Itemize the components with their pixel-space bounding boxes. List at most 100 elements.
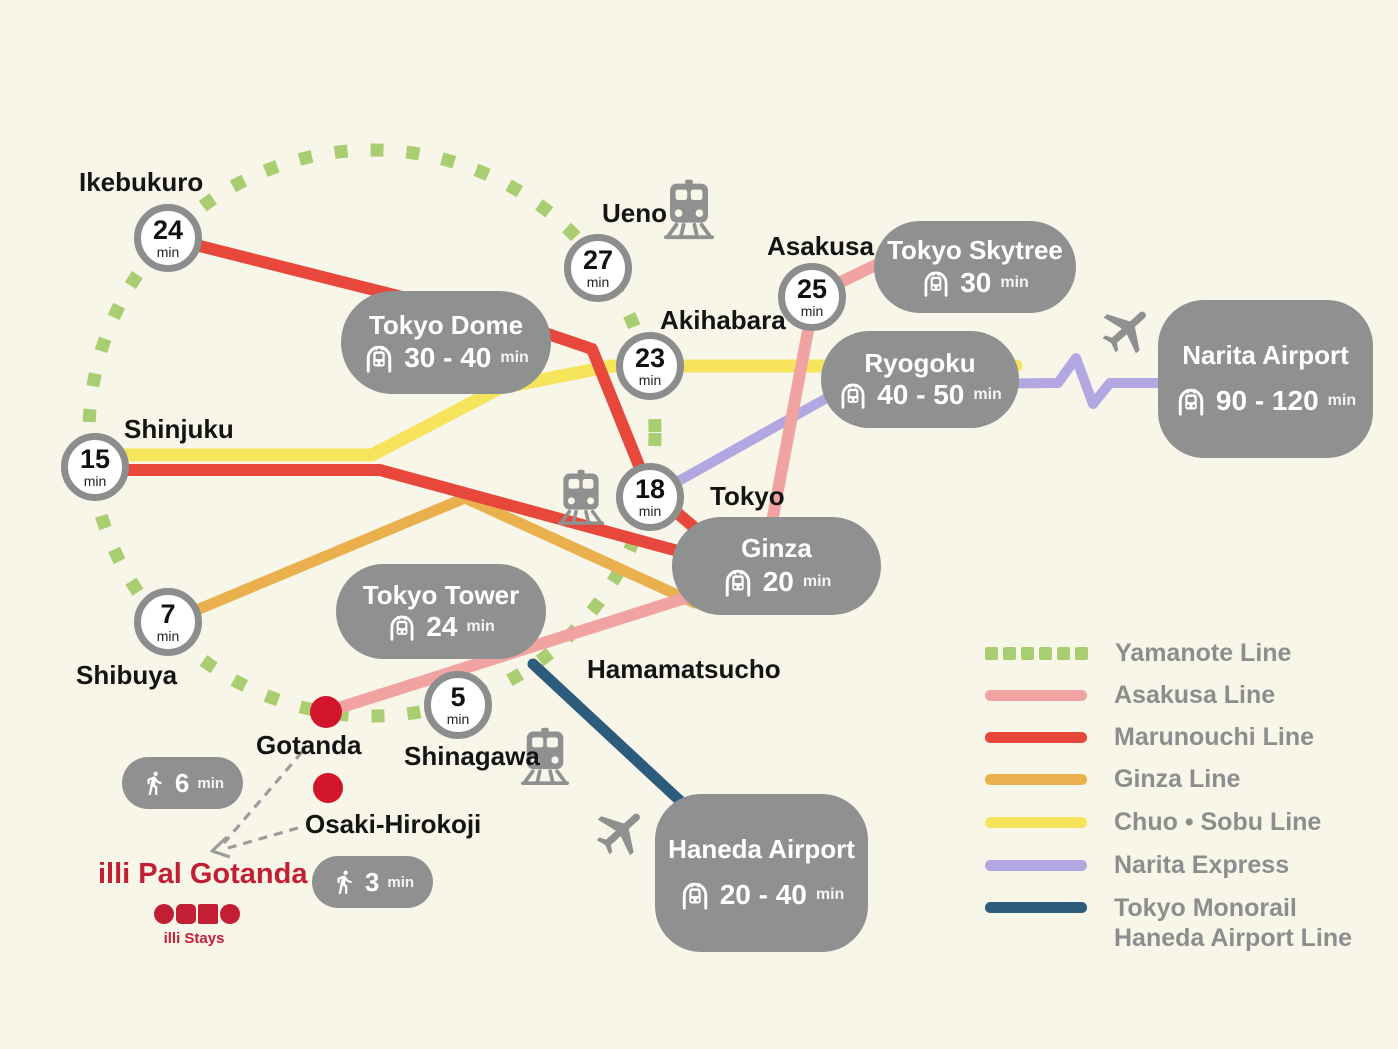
legend-swatch-ginza (985, 773, 1087, 785)
station-time-unit: min (446, 711, 470, 727)
airplane-icon (596, 813, 640, 856)
destination-name: Haneda Airport (668, 834, 855, 865)
station-badge-ikebukuro: 24 min (134, 204, 202, 272)
destination-time: 20 - 40 (719, 878, 807, 910)
legend-row-chuo-sobu: Chuo • Sobu Line (985, 807, 1321, 837)
station-badge-shibuya: 7 min (134, 588, 202, 656)
legend-label: Chuo • Sobu Line (1114, 808, 1322, 836)
legend-row-marunouchi: Marunouchi Line (985, 722, 1314, 752)
station-badge-shinjuku: 15 min (61, 433, 129, 501)
destination-name: Tokyo Skytree (887, 235, 1063, 266)
station-label-osaki-hirokoji: Osaki-Hirokoji (305, 809, 482, 839)
station-label-gotanda: Gotanda (256, 730, 362, 760)
station-label-shinagawa: Shinagawa (404, 741, 540, 771)
hotel-name: illi Pal Gotanda (98, 858, 308, 890)
legend-row-ginza: Ginza Line (985, 764, 1240, 794)
logo-shape-square (198, 904, 218, 924)
walk-time-unit: min (197, 774, 225, 792)
destination-time-unit: min (1000, 273, 1029, 291)
walking-icon (147, 771, 162, 795)
destination-time: 90 - 120 (1215, 384, 1319, 416)
station-time: 15 (79, 444, 111, 474)
monorail-line-path (527, 658, 698, 818)
legend-label-line1: Tokyo Monorail (1114, 894, 1297, 922)
station-label-hamamatsucho: Hamamatsucho (587, 654, 781, 684)
destination-name: Ginza (741, 533, 812, 564)
station-label-tokyo: Tokyo (710, 481, 785, 511)
destination-time-unit: min (802, 572, 832, 590)
logo-shape-circle (154, 904, 174, 924)
destination-card-tokyo-tower: Tokyo Tower 24 min (336, 564, 546, 659)
legend-label-monorail: Tokyo Monorail Haneda Airport Line (1114, 893, 1352, 953)
station-time: 27 (582, 245, 614, 275)
station-time-unit: min (800, 303, 824, 319)
metro-icon (725, 569, 750, 597)
station-label-ikebukuro: Ikebukuro (79, 167, 204, 197)
metro-icon (366, 346, 392, 373)
yamanote-line-circle (82, 143, 662, 723)
station-time-unit: min (156, 244, 180, 260)
station-time: 5 (450, 682, 466, 712)
station-time-unit: min (83, 473, 107, 489)
metro-icon (924, 271, 948, 297)
station-time: 25 (796, 274, 828, 304)
metro-icon (682, 882, 707, 910)
legend-label: Ginza Line (1114, 765, 1241, 793)
legend-swatch-marunouchi (985, 731, 1087, 743)
destination-card-tokyo-skytree: Tokyo Skytree 30 min (874, 221, 1076, 313)
station-badge-asakusa: 25 min (778, 263, 846, 331)
walk-route-dashed-arrows (222, 750, 304, 850)
destination-time-unit: min (973, 386, 1002, 404)
metro-icon (841, 383, 865, 410)
metro-icon (390, 615, 414, 642)
station-badge-akihabara: 23 min (616, 332, 684, 400)
train-icon (557, 469, 605, 525)
legend-label: Asakusa Line (1114, 681, 1276, 709)
destination-time: 30 - 40 (404, 342, 492, 374)
destination-time-unit: min (466, 618, 495, 636)
legend-row-asakusa: Asakusa Line (985, 680, 1275, 710)
airplane-icon (1102, 311, 1146, 354)
legend-label-line2: Haneda Airport Line (1114, 924, 1352, 952)
station-label-akihabara: Akihabara (660, 305, 786, 335)
destination-card-narita-airport: Narita Airport 90 - 120 min (1158, 300, 1373, 458)
destination-time-unit: min (1327, 391, 1357, 409)
legend-label: Narita Express (1114, 851, 1290, 879)
legend-swatch-asakusa (985, 689, 1087, 701)
marunouchi-line-south-path (89, 464, 706, 563)
station-time: 18 (634, 474, 666, 504)
illi-stays-logo (154, 904, 240, 924)
destination-time: 40 - 50 (877, 379, 965, 411)
logo-shape-rounded-square (176, 904, 196, 924)
legend-swatch-yamanote (985, 646, 1088, 660)
destination-card-ryogoku: Ryogoku 40 - 50 min (821, 331, 1019, 428)
station-time: 23 (634, 343, 666, 373)
legend-row-monorail: Tokyo Monorail Haneda Airport Line (985, 893, 1352, 953)
asakusa-line-ginza-asakusa-path (766, 314, 816, 528)
destination-name: Tokyo Tower (362, 579, 520, 610)
legend-row-yamanote: Yamanote Line (985, 638, 1291, 668)
station-badge-ueno: 27 min (564, 234, 632, 302)
destination-card-ginza: Ginza 20 min (672, 517, 881, 615)
brand-label: illi Stays (163, 930, 225, 947)
station-badge-tokyo: 18 min (616, 463, 684, 531)
station-label-ueno: Ueno (602, 198, 667, 228)
destination-time-unit: min (815, 885, 845, 903)
walk-route-arrowhead (210, 835, 231, 859)
destination-name: Ryogoku (864, 347, 976, 378)
destination-time: 20 (762, 565, 794, 597)
station-label-shibuya: Shibuya (76, 660, 178, 690)
walk-time: 3 (364, 867, 380, 897)
logo-shape-circle (220, 904, 240, 924)
station-label-shinjuku: Shinjuku (124, 414, 234, 444)
train-icon (664, 179, 714, 240)
station-time: 7 (160, 599, 176, 629)
station-time-unit: min (638, 372, 662, 388)
station-time-unit: min (156, 628, 180, 644)
walking-icon (337, 870, 352, 894)
legend-swatch-monorail (985, 902, 1087, 913)
destination-time: 30 (960, 266, 992, 298)
legend-swatch-narita-express (985, 859, 1087, 871)
station-time-unit: min (586, 274, 610, 290)
